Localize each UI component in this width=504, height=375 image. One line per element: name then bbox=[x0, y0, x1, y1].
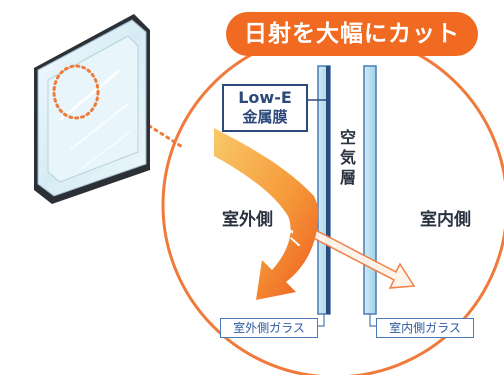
indoor-glass-pane bbox=[363, 65, 377, 315]
outdoor-glass-pointer bbox=[316, 314, 325, 327]
indoor-side-label: 室内側 bbox=[420, 210, 471, 230]
low-e-label: Low-E bbox=[238, 88, 292, 107]
low-e-label-box: Low-E 金属膜 bbox=[222, 84, 308, 132]
indoor-glass-label: 室内側ガラス bbox=[376, 318, 474, 338]
metal-film-label: 金属膜 bbox=[242, 108, 288, 126]
zoom-ring-icon bbox=[52, 64, 100, 120]
air-layer-label: 空気層 bbox=[339, 128, 356, 187]
indoor-glass-pointer bbox=[369, 314, 376, 327]
outdoor-side-label: 室外側 bbox=[222, 210, 273, 230]
outdoor-glass-label: 室外側ガラス bbox=[220, 318, 318, 338]
low-e-coating bbox=[326, 66, 330, 314]
headline-banner: 日射を大幅にカット bbox=[226, 12, 478, 56]
reflected-energy-arrow bbox=[214, 128, 319, 300]
